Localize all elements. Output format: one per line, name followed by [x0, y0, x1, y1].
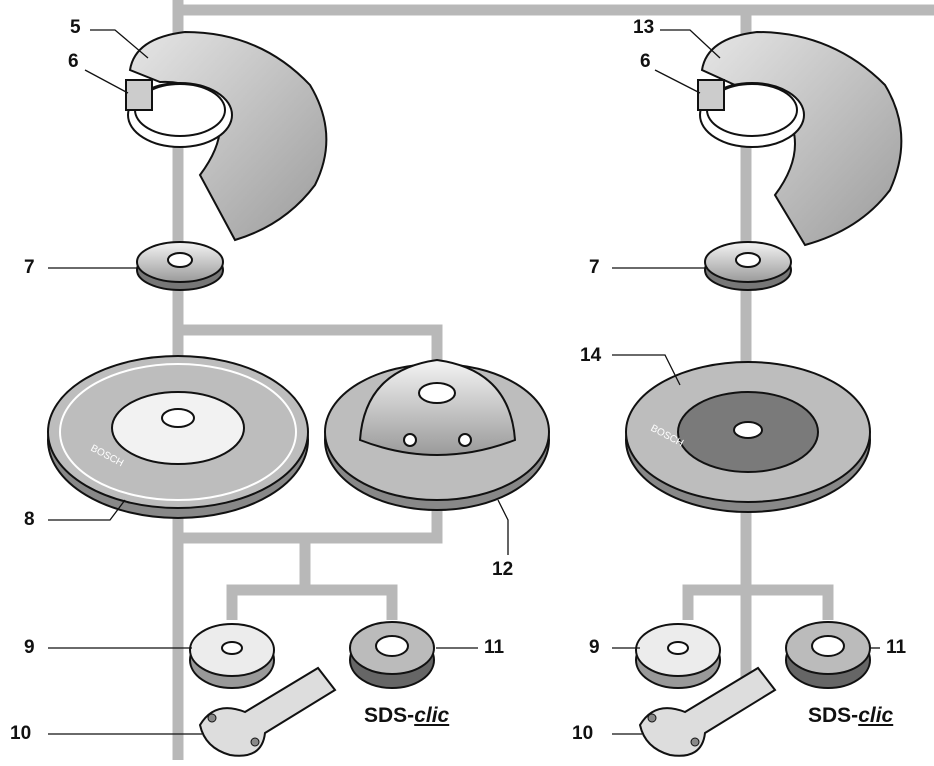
callout-9-right: 9	[589, 637, 600, 658]
callout-7-left: 7	[24, 257, 35, 278]
two-pin-spanner-left	[198, 666, 337, 757]
clic-word: clic	[858, 704, 894, 727]
callout-11-left: 11	[484, 637, 505, 658]
callout-5: 5	[70, 17, 81, 38]
cutting-disc: BOSCH	[625, 361, 871, 513]
mounting-flange-right	[704, 241, 792, 291]
sds-clic-label-left: SDS-clic	[364, 704, 449, 728]
sds-clic-label-right: SDS-clic	[808, 704, 893, 728]
mounting-flange-left	[136, 241, 224, 291]
leader-lines	[48, 29, 880, 735]
callout-12: 12	[492, 559, 514, 580]
depressed-center-disc	[324, 358, 550, 511]
callout-9-left: 9	[24, 637, 35, 658]
sds-prefix: SDS-	[808, 704, 859, 727]
callout-8: 8	[24, 509, 35, 530]
protective-guard-right	[697, 30, 903, 247]
protective-guard-left	[125, 30, 328, 242]
quick-clamping-nut-right	[785, 621, 871, 689]
clamping-nut-left	[189, 623, 275, 689]
callout-14: 14	[580, 345, 602, 366]
clamping-nut-right	[635, 623, 721, 689]
callout-13: 13	[633, 17, 655, 38]
callout-11-right: 11	[886, 637, 907, 658]
sds-prefix: SDS-	[364, 704, 415, 727]
callout-6-right: 6	[640, 51, 651, 72]
quick-clamping-nut-left	[349, 621, 435, 689]
grinding-disc: BOSCH	[47, 355, 309, 519]
callout-10-right: 10	[572, 723, 594, 744]
callout-6-left: 6	[68, 51, 79, 72]
two-pin-spanner-right	[638, 666, 777, 757]
callout-7-right: 7	[589, 257, 600, 278]
clic-word: clic	[414, 704, 450, 727]
callout-10-left: 10	[10, 723, 32, 744]
